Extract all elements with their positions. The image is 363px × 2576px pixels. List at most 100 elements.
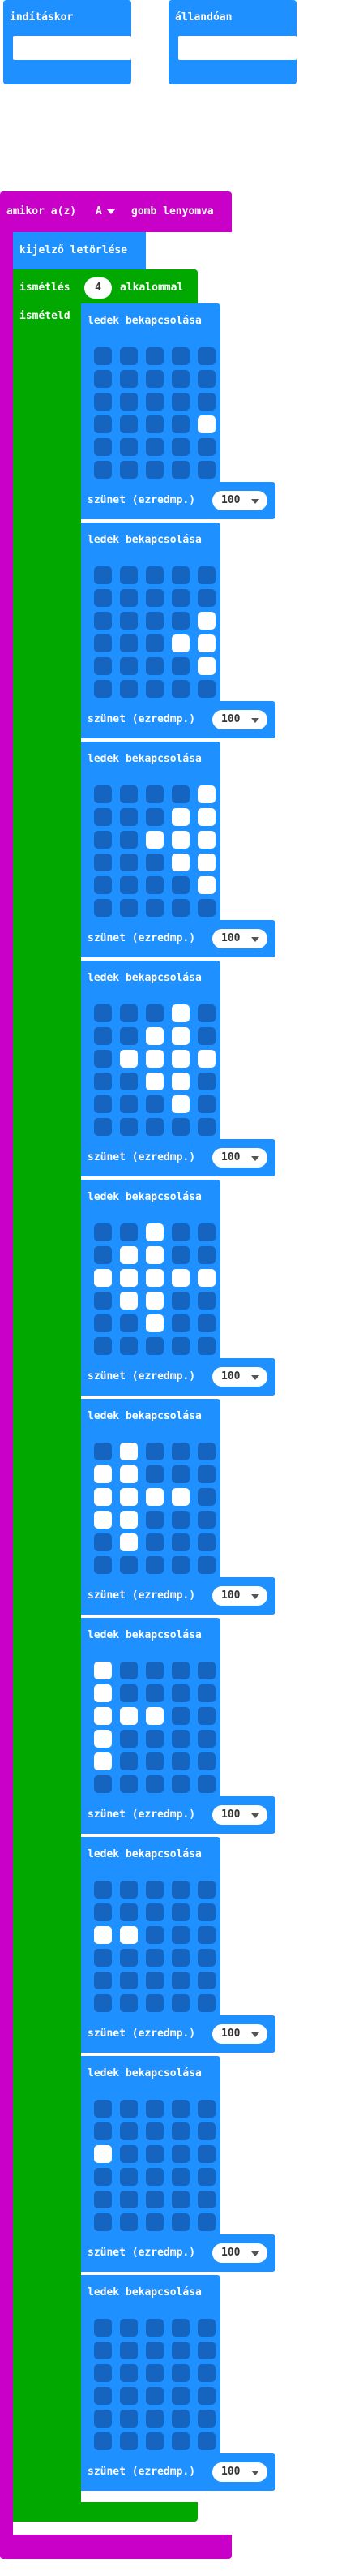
led-cell-off[interactable]	[146, 634, 164, 652]
led-cell-off[interactable]	[172, 612, 190, 630]
led-cell-on[interactable]	[146, 1223, 164, 1241]
led-cell-off[interactable]	[94, 589, 112, 607]
led-cell-off[interactable]	[120, 2213, 138, 2231]
led-cell-off[interactable]	[172, 680, 190, 698]
led-cell-off[interactable]	[172, 2432, 190, 2450]
led-cell-off[interactable]	[198, 1707, 216, 1725]
led-cell-off[interactable]	[146, 1752, 164, 1770]
led-cell-off[interactable]	[94, 2168, 112, 2186]
led-cell-off[interactable]	[120, 1972, 138, 1989]
led-cell-off[interactable]	[198, 1662, 216, 1679]
led-cell-off[interactable]	[146, 2319, 164, 2337]
led-cell-off[interactable]	[146, 1881, 164, 1899]
led-cell-off[interactable]	[94, 2364, 112, 2382]
led-cell-on[interactable]	[198, 1050, 216, 1068]
led-cell-off[interactable]	[198, 1292, 216, 1310]
led-cell-off[interactable]	[94, 680, 112, 698]
led-cell-off[interactable]	[120, 347, 138, 365]
led-cell-off[interactable]	[172, 1337, 190, 1355]
pause-duration-dropdown[interactable]: 100	[212, 491, 267, 510]
led-cell-off[interactable]	[120, 438, 138, 456]
led-cell-off[interactable]	[120, 2100, 138, 2118]
led-cell-off[interactable]	[120, 1095, 138, 1113]
led-cell-off[interactable]	[198, 370, 216, 388]
led-cell-off[interactable]	[172, 1926, 190, 1944]
show-leds-block[interactable]: ledek bekapcsolása	[81, 2275, 220, 2453]
led-cell-off[interactable]	[198, 2191, 216, 2208]
led-cell-off[interactable]	[172, 1662, 190, 1679]
led-cell-on[interactable]	[146, 1314, 164, 1332]
led-cell-off[interactable]	[94, 393, 112, 411]
led-cell-off[interactable]	[146, 1118, 164, 1136]
led-cell-off[interactable]	[146, 1662, 164, 1679]
led-cell-off[interactable]	[172, 1730, 190, 1748]
led-cell-off[interactable]	[198, 2122, 216, 2140]
led-cell-off[interactable]	[198, 1027, 216, 1045]
led-cell-off[interactable]	[172, 1752, 190, 1770]
led-cell-off[interactable]	[146, 1730, 164, 1748]
led-cell-on[interactable]	[146, 1050, 164, 1068]
led-cell-off[interactable]	[146, 1443, 164, 1460]
led-cell-off[interactable]	[120, 876, 138, 894]
led-cell-off[interactable]	[120, 1684, 138, 1702]
pause-block[interactable]: szünet (ezredmp.)100	[81, 2453, 275, 2491]
repeat-block[interactable]: ismétlés 4 alkalommal	[13, 269, 198, 307]
led-cell-off[interactable]	[172, 1443, 190, 1460]
show-leds-block[interactable]: ledek bekapcsolása	[81, 961, 220, 1139]
led-cell-on[interactable]	[172, 1027, 190, 1045]
led-cell-off[interactable]	[94, 1292, 112, 1310]
led-cell-off[interactable]	[198, 1095, 216, 1113]
led-cell-off[interactable]	[146, 347, 164, 365]
show-leds-block[interactable]: ledek bekapcsolása	[81, 1837, 220, 2015]
led-cell-off[interactable]	[94, 1556, 112, 1574]
led-cell-off[interactable]	[146, 657, 164, 675]
led-cell-off[interactable]	[146, 2213, 164, 2231]
led-cell-on[interactable]	[172, 1073, 190, 1090]
led-cell-off[interactable]	[172, 1246, 190, 1264]
led-cell-off[interactable]	[120, 2168, 138, 2186]
led-cell-off[interactable]	[198, 2213, 216, 2231]
led-cell-off[interactable]	[146, 2145, 164, 2163]
led-cell-off[interactable]	[172, 2319, 190, 2337]
led-cell-off[interactable]	[146, 2432, 164, 2450]
led-cell-off[interactable]	[198, 347, 216, 365]
led-cell-off[interactable]	[172, 347, 190, 365]
led-cell-on[interactable]	[94, 1730, 112, 1748]
show-leds-block[interactable]: ledek bekapcsolása	[81, 2056, 220, 2234]
led-cell-on[interactable]	[146, 1488, 164, 1506]
led-cell-on[interactable]	[172, 831, 190, 849]
led-cell-on[interactable]	[172, 1095, 190, 1113]
led-cell-off[interactable]	[172, 1994, 190, 2012]
led-cell-off[interactable]	[146, 2364, 164, 2382]
led-cell-on[interactable]	[172, 1004, 190, 1022]
led-cell-off[interactable]	[146, 680, 164, 698]
led-cell-off[interactable]	[94, 1073, 112, 1090]
forever-block[interactable]: állandóan	[169, 0, 297, 84]
led-cell-off[interactable]	[94, 2100, 112, 2118]
led-cell-on[interactable]	[198, 1269, 216, 1287]
led-cell-off[interactable]	[94, 1443, 112, 1460]
led-cell-on[interactable]	[198, 634, 216, 652]
led-cell-off[interactable]	[94, 2342, 112, 2359]
led-cell-off[interactable]	[120, 2410, 138, 2428]
led-cell-off[interactable]	[120, 2319, 138, 2337]
led-cell-off[interactable]	[172, 1533, 190, 1551]
led-cell-off[interactable]	[146, 2122, 164, 2140]
led-cell-off[interactable]	[172, 2342, 190, 2359]
led-cell-off[interactable]	[120, 1949, 138, 1967]
led-cell-off[interactable]	[172, 2410, 190, 2428]
led-cell-off[interactable]	[172, 1292, 190, 1310]
led-cell-off[interactable]	[172, 566, 190, 584]
led-cell-off[interactable]	[198, 1730, 216, 1748]
led-cell-off[interactable]	[172, 1972, 190, 1989]
led-cell-off[interactable]	[94, 2191, 112, 2208]
pause-duration-dropdown[interactable]: 100	[212, 2243, 267, 2263]
led-cell-off[interactable]	[94, 2319, 112, 2337]
led-cell-off[interactable]	[94, 461, 112, 479]
led-cell-off[interactable]	[120, 1994, 138, 2012]
led-cell-off[interactable]	[172, 1949, 190, 1967]
led-cell-off[interactable]	[94, 1095, 112, 1113]
led-cell-off[interactable]	[172, 1223, 190, 1241]
led-cell-off[interactable]	[120, 808, 138, 826]
pause-block[interactable]: szünet (ezredmp.)100	[81, 2015, 275, 2053]
